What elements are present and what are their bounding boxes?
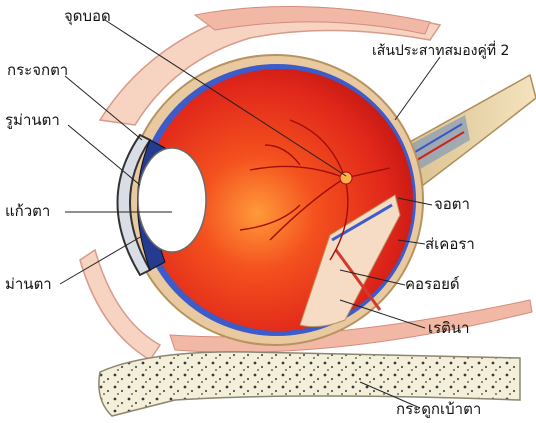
label-optic-nerve: เส้นประสาทสมองคู่ที่ 2 [372,43,509,60]
label-choroid: คอรอยด์ [405,276,460,293]
label-cornea: กระจกตา [7,62,68,79]
label-sclera: ส่เคอรา [425,236,475,253]
label-pupil: รูม่านตา [5,112,60,129]
label-orbital-bone: กระดูกเบ้าตา [396,401,481,418]
label-blind-spot: จุดบอด [64,8,111,25]
lens [138,148,206,252]
label-lens: แก้วตา [5,203,50,220]
label-retina: เรตินา [428,320,470,337]
label-iris: ม่านตา [5,276,52,293]
label-macula: จอตา [434,196,470,213]
